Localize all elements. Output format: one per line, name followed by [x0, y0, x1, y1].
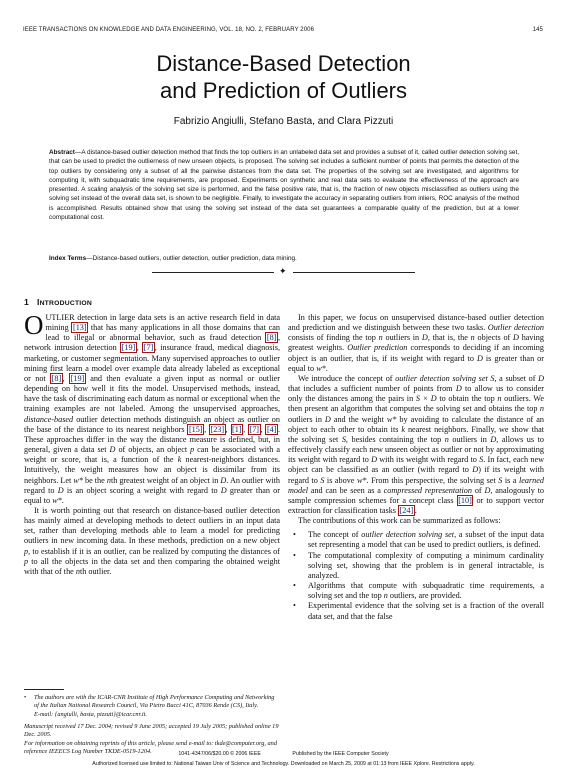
index-terms-text: —Distance-based outliers, outlier detect…: [86, 255, 297, 262]
paper-title: Distance-Based Detection and Prediction …: [0, 50, 567, 104]
citation-link[interactable]: [23]: [208, 423, 226, 435]
affiliation-text: The authors are with the ICAR-CNR Instit…: [34, 694, 275, 710]
citation-link[interactable]: [19]: [120, 342, 137, 354]
right-paragraph-3: The contributions of this work can be su…: [298, 516, 501, 526]
separator-right-rule: [293, 272, 415, 273]
footnote-affiliation: • The authors are with the ICAR-CNR Inst…: [24, 694, 280, 719]
contribution-list: •The concept of outlier detection solvin…: [288, 530, 544, 621]
section-number: 1: [24, 297, 29, 307]
separator-left-rule: [152, 272, 274, 273]
affiliation-email: E-mail: {angiulli, basta, pizzuti}@icar.…: [34, 710, 147, 718]
citation-link[interactable]: [7]: [142, 342, 155, 354]
citation-link[interactable]: [10]: [456, 494, 474, 506]
running-header: IEEE TRANSACTIONS ON KNOWLEDGE AND DATA …: [23, 27, 543, 33]
copyright-text: 1041-4347/06/$20.00 © 2006 IEEE: [178, 751, 261, 757]
right-paragraph-2: We introduce the concept of outlier dete…: [288, 373, 545, 516]
drop-cap: O: [24, 310, 44, 340]
bullet-icon: •: [293, 601, 296, 611]
diamond-icon: ✦: [279, 266, 287, 276]
bullet-icon: •: [293, 581, 296, 591]
list-item: •The concept of outlier detection solvin…: [293, 530, 544, 550]
right-paragraph-1: In this paper, we focus on unsupervised …: [288, 313, 544, 373]
list-item: •Algorithms that compute with subquadrat…: [293, 581, 544, 601]
page-number: 145: [532, 27, 543, 33]
abstract: Abstract—A distance-based outlier detect…: [49, 148, 519, 222]
author-list: Fabrizio Angiulli, Stefano Basta, and Cl…: [173, 116, 394, 127]
right-column: In this paper, we focus on unsupervised …: [288, 313, 544, 622]
citation-link[interactable]: [4]: [265, 423, 278, 435]
intro-paragraph-2: It is worth pointing out that research o…: [24, 505, 280, 576]
bullet-icon: •: [293, 530, 296, 540]
section-title-initial: I: [36, 297, 40, 307]
citation-link[interactable]: [8]: [50, 372, 63, 384]
abstract-label: Abstract: [49, 149, 75, 156]
list-item: •Experimental evidence that the solving …: [293, 601, 544, 621]
citation-link[interactable]: [24]: [398, 504, 415, 516]
publisher-text: Published by the IEEE Computer Society: [292, 751, 389, 757]
citation-link[interactable]: [13]: [71, 322, 89, 334]
footnote-rule: [24, 689, 64, 690]
citation-link[interactable]: [8]: [265, 332, 278, 344]
title-line-2: and Prediction of Outliers: [159, 78, 408, 103]
index-terms-label: Index Terms: [49, 255, 87, 262]
list-item: •The computational complexity of computi…: [293, 550, 544, 580]
license-line: Authorized licensed use limited to: Nati…: [92, 761, 475, 767]
journal-line: IEEE TRANSACTIONS ON KNOWLEDGE AND DATA …: [23, 27, 315, 33]
citation-link[interactable]: [1]: [230, 423, 244, 435]
copyright-line: 1041-4347/06/$20.00 © 2006 IEEE Publishe…: [0, 751, 567, 757]
section-title-rest: NTRODUCTION: [39, 300, 92, 307]
abstract-text: —A distance-based outlier detection meth…: [49, 149, 519, 222]
title-line-1: Distance-Based Detection: [156, 51, 411, 76]
index-terms: Index Terms—Distance-based outliers, out…: [49, 255, 519, 262]
citation-link[interactable]: [7]: [247, 423, 261, 435]
citation-link[interactable]: [15]: [187, 423, 205, 435]
citation-link[interactable]: [19]: [69, 372, 86, 384]
bullet-icon: •: [293, 550, 296, 560]
footnote-reprints: For information on obtaining reprints of…: [24, 740, 277, 756]
footnote-received: Manuscript received 17 Dec. 2004; revise…: [24, 723, 279, 739]
footnote-bullet: •: [24, 694, 27, 701]
